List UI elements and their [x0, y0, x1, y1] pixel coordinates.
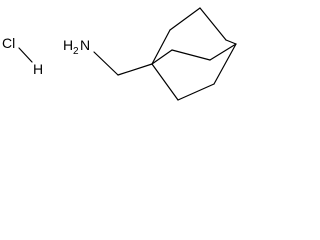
cage-bond-4: [225, 39, 237, 45]
side-chain: [93, 51, 153, 76]
cage-bond-5: [151, 63, 179, 101]
cl-h-bond: [18, 47, 33, 63]
bicyclooctane-cage: [151, 7, 237, 101]
chlorine-atom-label: Cl: [2, 35, 15, 51]
hydrogen-atom-label: H: [33, 61, 43, 77]
ch2-bridgehead-bond: [117, 63, 153, 76]
n-ch2-bond: [93, 51, 119, 76]
amine-hydrogen-label: H: [63, 37, 73, 53]
amine-group: H 2 N: [63, 37, 90, 57]
hydrogen-chloride: Cl H: [2, 35, 43, 77]
cage-bond-3: [199, 7, 227, 41]
cage-bond-1: [151, 29, 171, 65]
cage-bond-2: [169, 7, 201, 31]
cage-bond-8: [151, 49, 173, 65]
cage-bond-9: [171, 49, 211, 61]
chemical-structure: Cl H H 2 N: [2, 7, 237, 101]
cage-bond-7: [213, 43, 237, 85]
cage-bond-6: [177, 83, 215, 101]
amine-nitrogen-label: N: [80, 37, 90, 53]
cage-bond-10: [209, 43, 237, 61]
amine-hydrogen-count: 2: [73, 46, 79, 57]
